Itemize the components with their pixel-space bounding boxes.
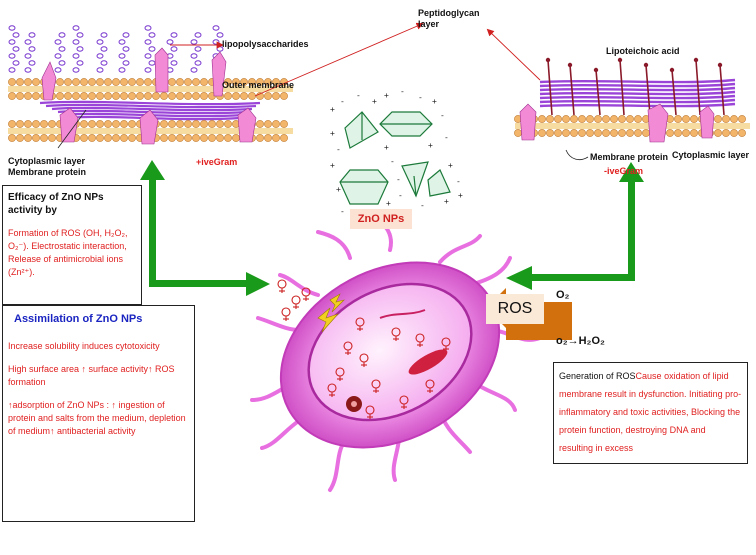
assimilation-box: Assimilation of ZnO NPs Increase solubil…: [2, 305, 195, 522]
efficacy-title: Efficacy of ZnO NPs activity by: [8, 192, 104, 216]
svg-text:-: -: [400, 87, 405, 96]
zno-nanoparticles: [339, 111, 451, 205]
svg-text:+: +: [372, 97, 377, 106]
pointer-line: [57, 109, 87, 149]
svg-text:-: -: [336, 145, 341, 154]
svg-text:-: -: [396, 175, 401, 184]
ros-generation-box: Generation of ROSCause oxidation of lipi…: [553, 362, 748, 464]
peptidoglycan-label: Peptidoglycan layer: [418, 8, 480, 29]
svg-text:-: -: [444, 133, 449, 142]
organelle-mito: [408, 349, 448, 375]
assimilation-point-2: High surface area ↑ surface activity↑ RO…: [8, 364, 175, 387]
green-arrows: [140, 160, 644, 296]
o2-to-h2o2-label: o₂→H₂O₂: [556, 335, 605, 347]
svg-text:-: -: [398, 191, 403, 200]
svg-text:-: -: [356, 91, 361, 100]
svg-text:-: -: [390, 157, 395, 166]
ros-arrow: [486, 288, 572, 340]
lightning-icon: [317, 307, 339, 333]
arrow-to-peptidoglycan-right: [486, 28, 541, 81]
svg-text:+: +: [330, 129, 335, 138]
left-membrane-diagram: [8, 25, 293, 149]
svg-text:-: -: [440, 111, 445, 120]
ros-label: ROS: [497, 300, 533, 317]
svg-text:+: +: [330, 161, 335, 170]
gram-negative-label: +iveGram: [196, 157, 238, 167]
membrane-protein-shape: [41, 61, 57, 101]
svg-text:+: +: [384, 143, 389, 152]
assimilation-point-3: ↑adsorption of ZnO NPs : ↑ ingestion of …: [8, 400, 186, 436]
membrane-protein-right-label: Membrane protein: [590, 152, 669, 162]
svg-text:+: +: [384, 91, 389, 100]
generation-title: Generation of ROS: [559, 371, 636, 381]
svg-text:+: +: [330, 105, 335, 114]
cytoplasmic-layer-left-label: Cytoplasmic layer: [8, 156, 86, 166]
svg-text:+: +: [386, 199, 391, 208]
svg-text:+: +: [444, 197, 449, 206]
generation-body: Cause oxidation of lipid membrane result…: [559, 371, 742, 453]
svg-text:-: -: [420, 201, 425, 210]
bacterium-cytoplasm: [307, 282, 473, 422]
arrow-to-peptidoglycan-left: [254, 22, 424, 97]
right-membrane-diagram: [514, 57, 750, 161]
svg-text:+: +: [432, 97, 437, 106]
svg-text:-: -: [340, 97, 345, 106]
surface-charges: +--++--+-+-++-++--+--+--++: [330, 87, 463, 216]
zno-nps-label: ZnO NPs: [350, 209, 412, 229]
assimilation-title: Assimilation of ZnO NPs: [14, 313, 143, 325]
svg-text:-: -: [340, 207, 345, 216]
outer-membrane-band: [8, 86, 293, 92]
svg-text:-: -: [418, 93, 423, 102]
lps-label: lipopolysaccharides: [222, 39, 309, 49]
svg-text:+: +: [458, 191, 463, 200]
svg-text:+: +: [336, 185, 341, 194]
efficacy-body: Formation of ROS (OH, H₂O₂, O₂⁻). Electr…: [8, 228, 128, 277]
svg-text:+: +: [448, 161, 453, 170]
lipoteichoic-label: Lipoteichoic acid: [606, 46, 680, 56]
efficacy-box: Efficacy of ZnO NPs activity by Formatio…: [2, 185, 142, 305]
gram-positive-label: -iveGram: [604, 166, 644, 176]
cytoplasmic-layer-right-label: Cytoplasmic layer: [672, 150, 750, 160]
svg-text:-: -: [456, 177, 461, 186]
zinc-ion-symbols: [277, 279, 451, 419]
svg-text:+: +: [428, 141, 433, 150]
assimilation-point-1: Increase solubility induces cytotoxicity: [8, 341, 160, 351]
o2-label: O₂: [556, 289, 570, 301]
membrane-protein-left-label: Membrane protein: [8, 167, 87, 177]
outer-membrane-label: Outer membrane: [222, 80, 295, 90]
